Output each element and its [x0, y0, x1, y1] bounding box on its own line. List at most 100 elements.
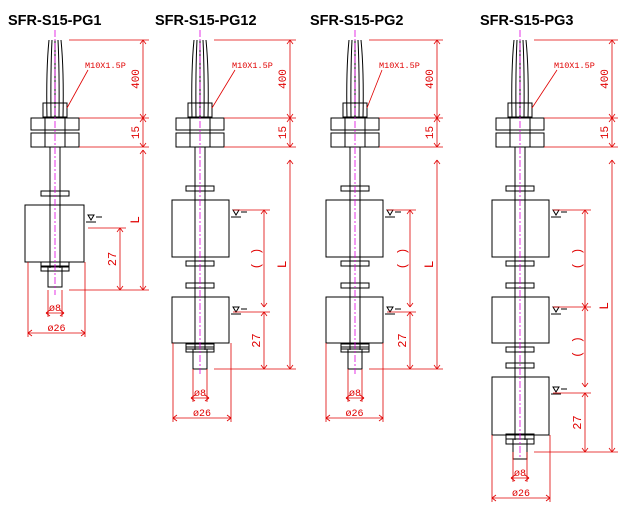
dim-thread-height: 15: [278, 117, 294, 148]
cable-wire: [57, 39, 60, 119]
dim-rod-diameter: ø8: [510, 469, 530, 482]
dim-cable-length: 400: [131, 39, 147, 119]
thread-leader: [531, 69, 558, 109]
cable-wire: [202, 39, 205, 119]
dim-float-offset-label: 27: [106, 252, 120, 266]
cable-wire: [357, 39, 360, 119]
dim-float-offset: 27: [396, 311, 414, 370]
cable-wire: [50, 39, 53, 119]
dim-total-length-label: L: [422, 261, 437, 269]
dim-thread-height-label: 15: [425, 126, 437, 139]
dim-total-length-label: L: [597, 302, 612, 310]
dim-cable-length: 400: [600, 39, 616, 119]
dim-float-diameter-label: ø26: [512, 489, 530, 500]
dim-rod-diameter: ø8: [190, 389, 210, 402]
dim-float-offset-label: 27: [396, 333, 410, 347]
dim-rod-diameter: ø8: [345, 389, 365, 402]
dim-float-spacing-label: ( ): [250, 248, 264, 270]
dim-total-length-label: L: [275, 261, 290, 269]
cable-wire: [191, 39, 195, 119]
cable-wire: [515, 39, 518, 119]
dim-float-diameter-label: ø26: [47, 324, 65, 335]
dim-thread-height-label: 15: [278, 126, 290, 139]
cable-wire: [346, 39, 350, 119]
dim-float-spacing-label: ( ): [571, 248, 585, 270]
dim-thread-height-label: 15: [600, 126, 612, 139]
water-level-icon: [551, 386, 567, 395]
thread-label: M10X1.5P: [554, 61, 595, 71]
dim-float-spacing: ( ): [396, 209, 414, 308]
dim-float-offset: 27: [571, 392, 589, 453]
dim-total-length: L: [275, 159, 294, 370]
dim-float-diameter: ø26: [325, 409, 384, 422]
dim-float-diameter: ø26: [172, 409, 232, 422]
thread-label: M10X1.5P: [232, 61, 273, 71]
float-1: [491, 199, 550, 258]
dim-float-diameter-label: ø26: [193, 409, 211, 420]
dim-float-spacing: ( ): [571, 209, 589, 308]
model-title: SFR-S15-PG2: [310, 13, 403, 29]
dim-float-offset: 27: [250, 311, 268, 370]
dim-total-length: L: [597, 159, 616, 453]
dim-rod-diameter: ø8: [45, 304, 65, 317]
thread-leader: [366, 69, 383, 109]
dim-cable-length-label: 400: [600, 69, 612, 89]
dim-rod-diameter-label: ø8: [349, 389, 361, 400]
cable-wire: [60, 39, 64, 119]
model-title: SFR-S15-PG3: [480, 13, 573, 29]
dim-total-length-label: L: [128, 216, 143, 224]
dim-total-length: L: [128, 149, 147, 291]
dim-cable-length: 400: [278, 39, 294, 119]
water-level-icon: [551, 306, 567, 315]
cable-wire: [46, 39, 50, 119]
float-3: [491, 376, 550, 436]
dim-float-diameter: ø26: [491, 489, 551, 502]
model-title: SFR-S15-PG12: [155, 13, 257, 29]
float-1: [171, 199, 230, 258]
float-1: [24, 204, 85, 263]
water-level-icon: [231, 209, 247, 218]
float-2: [171, 296, 230, 344]
float-2: [491, 296, 550, 344]
dim-cable-length: 400: [425, 39, 441, 119]
dim-cable-length-label: 400: [425, 69, 437, 89]
cable-wire: [522, 39, 525, 119]
thread-leader: [66, 69, 89, 109]
dim-float-offset: 27: [106, 227, 124, 291]
cable-wire: [205, 39, 209, 119]
float-2: [325, 296, 384, 344]
dim-float-spacing-label: ( ): [571, 336, 585, 358]
cable-wire: [350, 39, 353, 119]
dim-float-offset-label: 27: [571, 415, 585, 429]
dim-float-spacing: ( ): [250, 209, 268, 308]
dim-total-length: L: [422, 159, 441, 370]
dim-float-spacing-label: ( ): [396, 248, 410, 270]
dim-rod-diameter-label: ø8: [49, 304, 61, 315]
cable-wire: [360, 39, 364, 119]
dim-cable-length-label: 400: [278, 69, 290, 89]
cable-wire: [525, 39, 529, 119]
thread-label: M10X1.5P: [85, 61, 126, 71]
thread-leader: [211, 69, 236, 109]
dim-float-diameter-label: ø26: [345, 409, 363, 420]
dim-thread-height: 15: [425, 117, 441, 148]
dim-rod-diameter-label: ø8: [514, 469, 526, 480]
dim-thread-height: 15: [600, 117, 616, 148]
cable-wire: [195, 39, 198, 119]
dim-float-offset-label: 27: [250, 333, 264, 347]
dim-cable-length-label: 400: [131, 69, 143, 89]
dim-float-diameter: ø26: [27, 324, 86, 337]
dim-thread-height-label: 15: [131, 126, 143, 139]
model-title: SFR-S15-PG1: [8, 13, 101, 29]
water-level-icon: [231, 306, 247, 315]
water-level-icon: [385, 306, 401, 315]
float-1: [325, 199, 384, 258]
water-level-icon: [385, 209, 401, 218]
water-level-icon: [86, 214, 102, 223]
